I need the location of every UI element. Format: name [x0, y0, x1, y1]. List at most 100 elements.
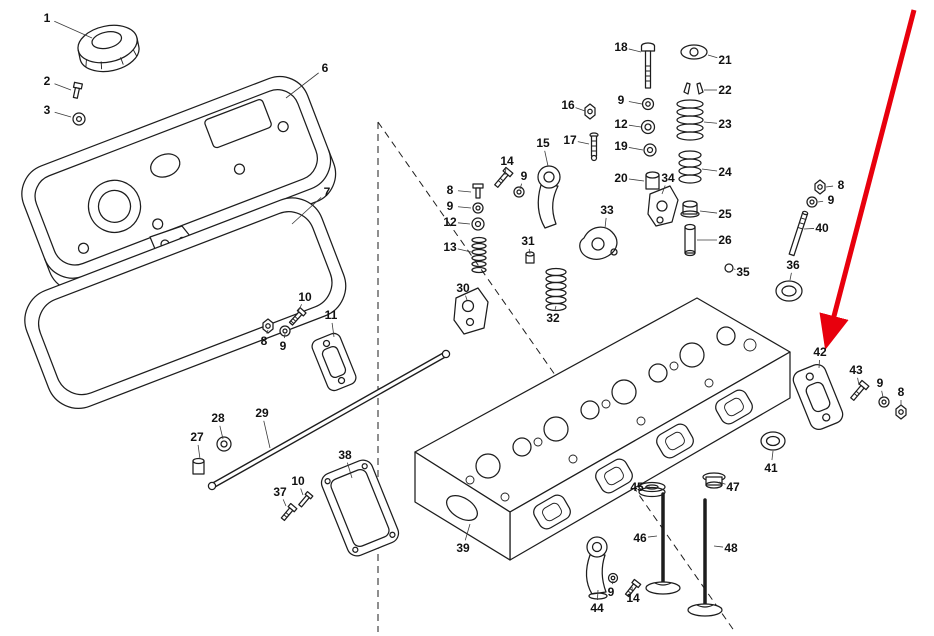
leader-line-43 [857, 377, 860, 386]
valve-48 [687, 498, 723, 617]
rocker-mount-34 [647, 185, 679, 227]
washer-9-43 [878, 396, 890, 408]
leader-line-9 [817, 200, 824, 203]
leader-line-33 [604, 217, 607, 229]
part-label-7: 7 [324, 185, 331, 199]
leader-line-29 [263, 420, 271, 449]
adjust-screw-17 [589, 132, 599, 162]
part-label-34: 34 [661, 171, 675, 185]
nut-8-right [814, 179, 826, 195]
valve-cover [21, 75, 337, 292]
leader-line-31 [528, 248, 531, 255]
leader-line-38 [346, 462, 353, 479]
leader-line-37 [282, 499, 287, 507]
valve-guide-26 [684, 223, 696, 257]
part-label-44: 44 [590, 601, 604, 615]
leader-line-10 [297, 304, 302, 313]
valve-spring-23 [676, 99, 704, 141]
part-label-42: 42 [813, 345, 827, 359]
part-label-1: 1 [44, 11, 51, 25]
leader-line-14 [504, 168, 507, 176]
part-label-30: 30 [456, 281, 470, 295]
part-label-10: 10 [291, 474, 305, 488]
part-label-9: 9 [828, 193, 835, 207]
leader-line-8 [266, 329, 269, 334]
gasket-11 [311, 332, 357, 392]
leader-line-24 [701, 168, 718, 172]
leader-line-41 [771, 450, 774, 461]
bolt-18 [640, 42, 656, 89]
stem-seal-25 [680, 200, 700, 218]
part-label-43: 43 [849, 363, 863, 377]
part-label-26: 26 [718, 233, 732, 247]
part-label-8: 8 [838, 178, 845, 192]
part-label-16: 16 [561, 98, 575, 112]
part-label-13: 13 [443, 240, 457, 254]
part-label-15: 15 [536, 136, 550, 150]
part-label-28: 28 [211, 411, 225, 425]
washer-9-18 [641, 97, 655, 111]
stud-40 [788, 210, 809, 257]
part-label-40: 40 [815, 221, 829, 235]
part-label-27: 27 [190, 430, 204, 444]
leader-line-16 [575, 107, 586, 112]
leader-line-34 [661, 185, 666, 195]
part-label-9: 9 [447, 199, 454, 213]
seal-47 [702, 472, 726, 489]
pushrod-29 [207, 349, 451, 491]
bracket-30 [453, 287, 489, 335]
leader-line-40 [803, 228, 815, 230]
part-label-20: 20 [614, 171, 628, 185]
part-label-35: 35 [736, 265, 750, 279]
part-label-10: 10 [298, 290, 312, 304]
part-label-9: 9 [521, 169, 528, 183]
part-label-8: 8 [261, 334, 268, 348]
part-label-6: 6 [322, 61, 329, 75]
leader-line-20 [628, 178, 645, 182]
leader-line-28 [219, 425, 224, 440]
bolt-37 [280, 502, 298, 522]
part-label-2: 2 [44, 74, 51, 88]
washer-12-stack [471, 217, 485, 231]
part-label-8: 8 [447, 183, 454, 197]
washer-9-14 [513, 186, 525, 198]
part-label-36: 36 [786, 258, 800, 272]
vent-washer [72, 112, 86, 126]
part-label-9: 9 [877, 376, 884, 390]
spring-32 [545, 267, 567, 312]
red-callout-arrow [819, 9, 917, 350]
part-label-19: 19 [614, 139, 628, 153]
leader-line-36 [789, 272, 792, 281]
leader-line-9 [612, 580, 614, 585]
part-label-45: 45 [630, 480, 644, 494]
gasket-38 [320, 459, 400, 557]
valve-cover-gasket [24, 197, 347, 409]
bracket-44 [585, 536, 608, 600]
leader-line-46 [647, 535, 658, 538]
leader-line-44 [597, 589, 599, 601]
bolt-43 [850, 379, 870, 401]
leader-line-32 [554, 305, 557, 311]
leader-line-25 [699, 210, 718, 214]
leader-line-8 [457, 190, 472, 193]
part-label-47: 47 [726, 480, 740, 494]
part-label-9: 9 [608, 585, 615, 599]
nut-16 [584, 103, 596, 120]
valve-collets-22 [683, 82, 704, 95]
cup-plug-36 [775, 280, 803, 302]
bolt-10-lower [298, 490, 314, 508]
leader-line-39 [464, 523, 471, 541]
part-label-23: 23 [718, 117, 732, 131]
part-label-39: 39 [456, 541, 470, 555]
leader-line-18 [628, 48, 642, 53]
leader-line-21 [707, 54, 718, 59]
part-label-46: 46 [633, 531, 647, 545]
bracket-15 [537, 165, 561, 229]
spring-13 [471, 236, 487, 274]
leader-line-8 [825, 185, 834, 188]
bolt-8-stack [472, 183, 484, 199]
leader-line-13 [457, 248, 472, 253]
part-label-31: 31 [521, 234, 535, 248]
